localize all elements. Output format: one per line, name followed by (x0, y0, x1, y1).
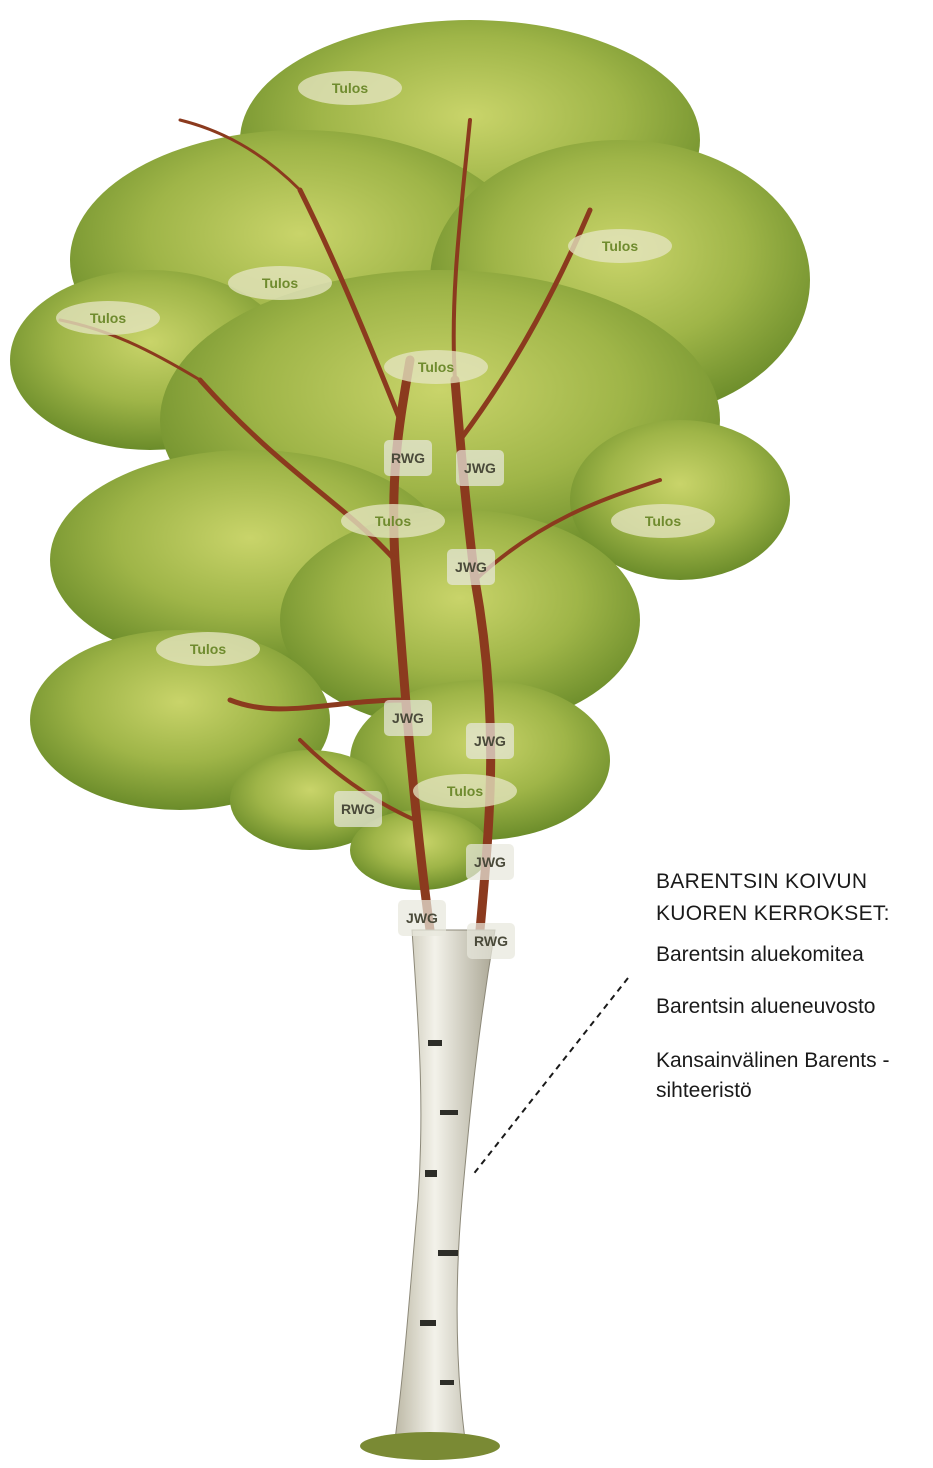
legend-title-line-2: KUOREN KERROKSET: (656, 898, 928, 930)
rwg-label-2: RWG (334, 791, 382, 827)
rwg-label-1: RWG (384, 440, 432, 476)
rwg-label-3: RWG (467, 923, 515, 959)
tulos-label-9: Tulos (413, 774, 517, 808)
tulos-label-6: Tulos (341, 504, 445, 538)
pointer-line (472, 978, 628, 1176)
legend-item-regional-council: Barentsin alueneuvosto (656, 994, 928, 1020)
jwg-label-2: JWG (447, 549, 495, 585)
tulos-label-8: Tulos (156, 632, 260, 666)
trunk (360, 930, 500, 1460)
tulos-label-7: Tulos (611, 504, 715, 538)
legend-title: BARENTSIN KOIVUN KUOREN KERROKSET: (656, 866, 928, 930)
legend: BARENTSIN KOIVUN KUOREN KERROKSET: Baren… (656, 866, 928, 1132)
jwg-label-3: JWG (384, 700, 432, 736)
jwg-label-1: JWG (456, 450, 504, 486)
legend-title-line-1: BARENTSIN KOIVUN (656, 866, 928, 898)
jwg-label-4: JWG (466, 723, 514, 759)
legend-item-regional-committee: Barentsin aluekomitea (656, 942, 928, 968)
jwg-label-5: JWG (466, 844, 514, 880)
tulos-label-3: Tulos (228, 266, 332, 300)
jwg-label-6: JWG (398, 900, 446, 936)
tulos-label-4: Tulos (56, 301, 160, 335)
tulos-label-1: Tulos (298, 71, 402, 105)
legend-item-secretariat: Kansainvälinen Barents -sihteeristö (656, 1046, 928, 1106)
tulos-label-2: Tulos (568, 229, 672, 263)
tulos-label-5: Tulos (384, 350, 488, 384)
